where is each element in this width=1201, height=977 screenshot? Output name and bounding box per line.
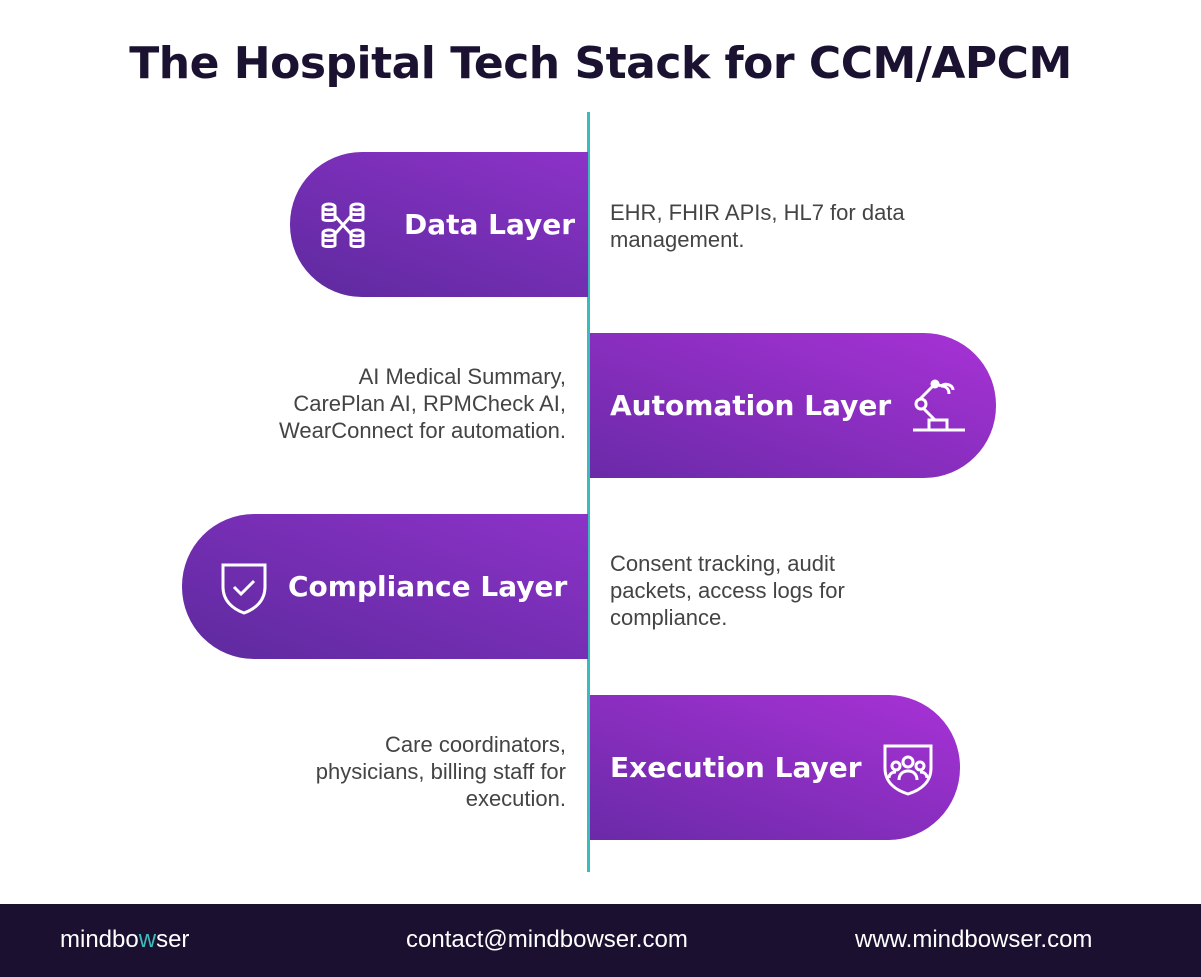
- execution-layer-pill: Execution Layer: [590, 695, 960, 840]
- center-divider: [587, 112, 590, 872]
- desc-line: CarePlan AI, RPMCheck AI,: [293, 391, 566, 416]
- layer-description: AI Medical Summary, CarePlan AI, RPMChec…: [279, 363, 566, 444]
- layer-description: EHR, FHIR APIs, HL7 for data management.: [610, 199, 905, 253]
- layer-label: Automation Layer: [610, 389, 892, 422]
- mindbowser-logo: mindbowser: [60, 926, 189, 954]
- layer-description: Care coordinators, physicians, billing s…: [316, 731, 566, 812]
- contact-email[interactable]: contact@mindbowser.com: [406, 926, 688, 953]
- desc-line: compliance.: [610, 605, 728, 630]
- footer: mindbowser contact@mindbowser.com www.mi…: [0, 904, 1201, 977]
- website-link[interactable]: www.mindbowser.com: [855, 926, 1093, 953]
- layer-description: Consent tracking, audit packets, access …: [610, 550, 845, 631]
- desc-line: physicians, billing staff for: [315, 759, 566, 784]
- desc-line: AI Medical Summary,: [358, 364, 566, 389]
- shield-check-icon: [216, 559, 272, 615]
- desc-line: Consent tracking, audit: [610, 551, 836, 576]
- desc-line: Care coordinators,: [385, 732, 566, 757]
- layer-label: Execution Layer: [610, 751, 862, 784]
- layer-label: Compliance Layer: [288, 570, 568, 603]
- logo-part: ser: [156, 926, 190, 953]
- logo-part: mindbo: [60, 926, 139, 953]
- desc-line: management.: [610, 227, 745, 252]
- desc-line: packets, access logs for: [610, 578, 845, 603]
- data-layer-pill: Data Layer: [290, 152, 588, 297]
- desc-line: WearConnect for automation.: [279, 418, 566, 443]
- desc-line: EHR, FHIR APIs, HL7 for data: [610, 200, 905, 225]
- compliance-layer-pill: Compliance Layer: [182, 514, 588, 659]
- automation-layer-pill: Automation Layer: [590, 333, 996, 478]
- team-shield-icon: [880, 740, 936, 796]
- robot-arm-icon: [911, 378, 967, 434]
- layer-label: Data Layer: [404, 208, 576, 241]
- database-network-icon: [318, 197, 374, 253]
- desc-line: execution.: [465, 786, 566, 811]
- page-title: The Hospital Tech Stack for CCM/APCM: [129, 38, 1072, 89]
- logo-part: w: [138, 926, 157, 953]
